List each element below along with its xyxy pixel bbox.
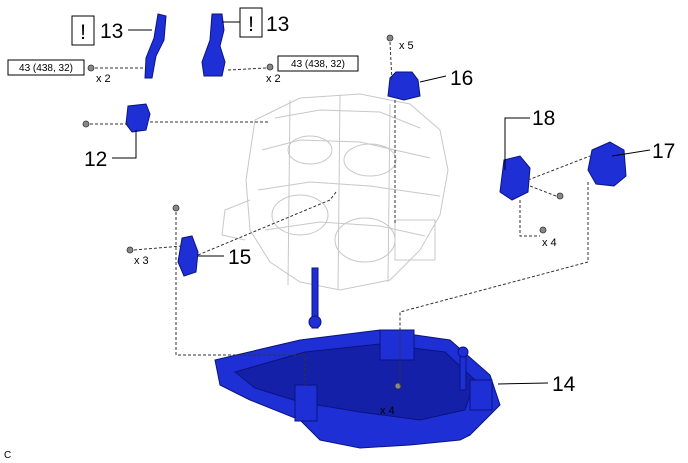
quantity-13-left: x 2 — [96, 73, 111, 85]
leader-lines — [112, 21, 651, 385]
bolt-icon — [82, 120, 90, 128]
bolt-icon — [87, 64, 95, 72]
notice-symbol-left: ! — [80, 21, 86, 44]
notice-box-left — [71, 15, 95, 46]
bolt-icon — [556, 192, 564, 200]
engine-mount-bracket-left — [144, 13, 167, 79]
torque-spec-right: 43 (438, 32) — [291, 59, 345, 70]
quantity-13-right: x 2 — [266, 73, 281, 85]
engine-mount-bracket-12 — [125, 103, 151, 133]
bolt-icon — [539, 226, 547, 234]
quantity-14: x 4 — [380, 405, 395, 417]
quantity-16: x 5 — [399, 40, 414, 52]
bolt-icon — [386, 34, 394, 42]
engine-mount-bracket-15 — [177, 235, 199, 277]
engine-mount-insulator-16 — [387, 71, 421, 101]
alignment-lines — [90, 41, 591, 386]
bolt-icon — [172, 204, 180, 212]
bolt-icon — [266, 63, 274, 71]
callout-16: 16 — [450, 67, 473, 90]
callout-12: 12 — [84, 148, 107, 171]
front-suspension-crossmember — [214, 267, 501, 449]
callout-17: 17 — [652, 140, 675, 163]
callout-13-right: 13 — [266, 13, 289, 36]
quantity-17: x 4 — [542, 237, 557, 249]
torque-spec-left: 43 (438, 32) — [19, 63, 73, 74]
engine-mount-insulator-17 — [587, 141, 627, 187]
quantity-15: x 3 — [134, 255, 149, 267]
figure-corner-label: C — [4, 450, 11, 461]
callout-14: 14 — [552, 373, 576, 396]
bolts — [82, 34, 564, 390]
torque-box-right — [277, 55, 359, 72]
callout-18: 18 — [532, 107, 555, 130]
engine-mount-bracket-right — [201, 13, 226, 77]
notice-symbol-right: ! — [248, 13, 254, 36]
torque-box-left — [7, 59, 85, 76]
callout-15: 15 — [228, 246, 251, 269]
engine-assembly-outline — [221, 93, 449, 291]
callout-13-left: 13 — [100, 20, 123, 43]
engine-mount-bracket-18 — [499, 155, 531, 201]
notice-box-right — [239, 7, 263, 38]
bolt-icon — [126, 246, 134, 254]
